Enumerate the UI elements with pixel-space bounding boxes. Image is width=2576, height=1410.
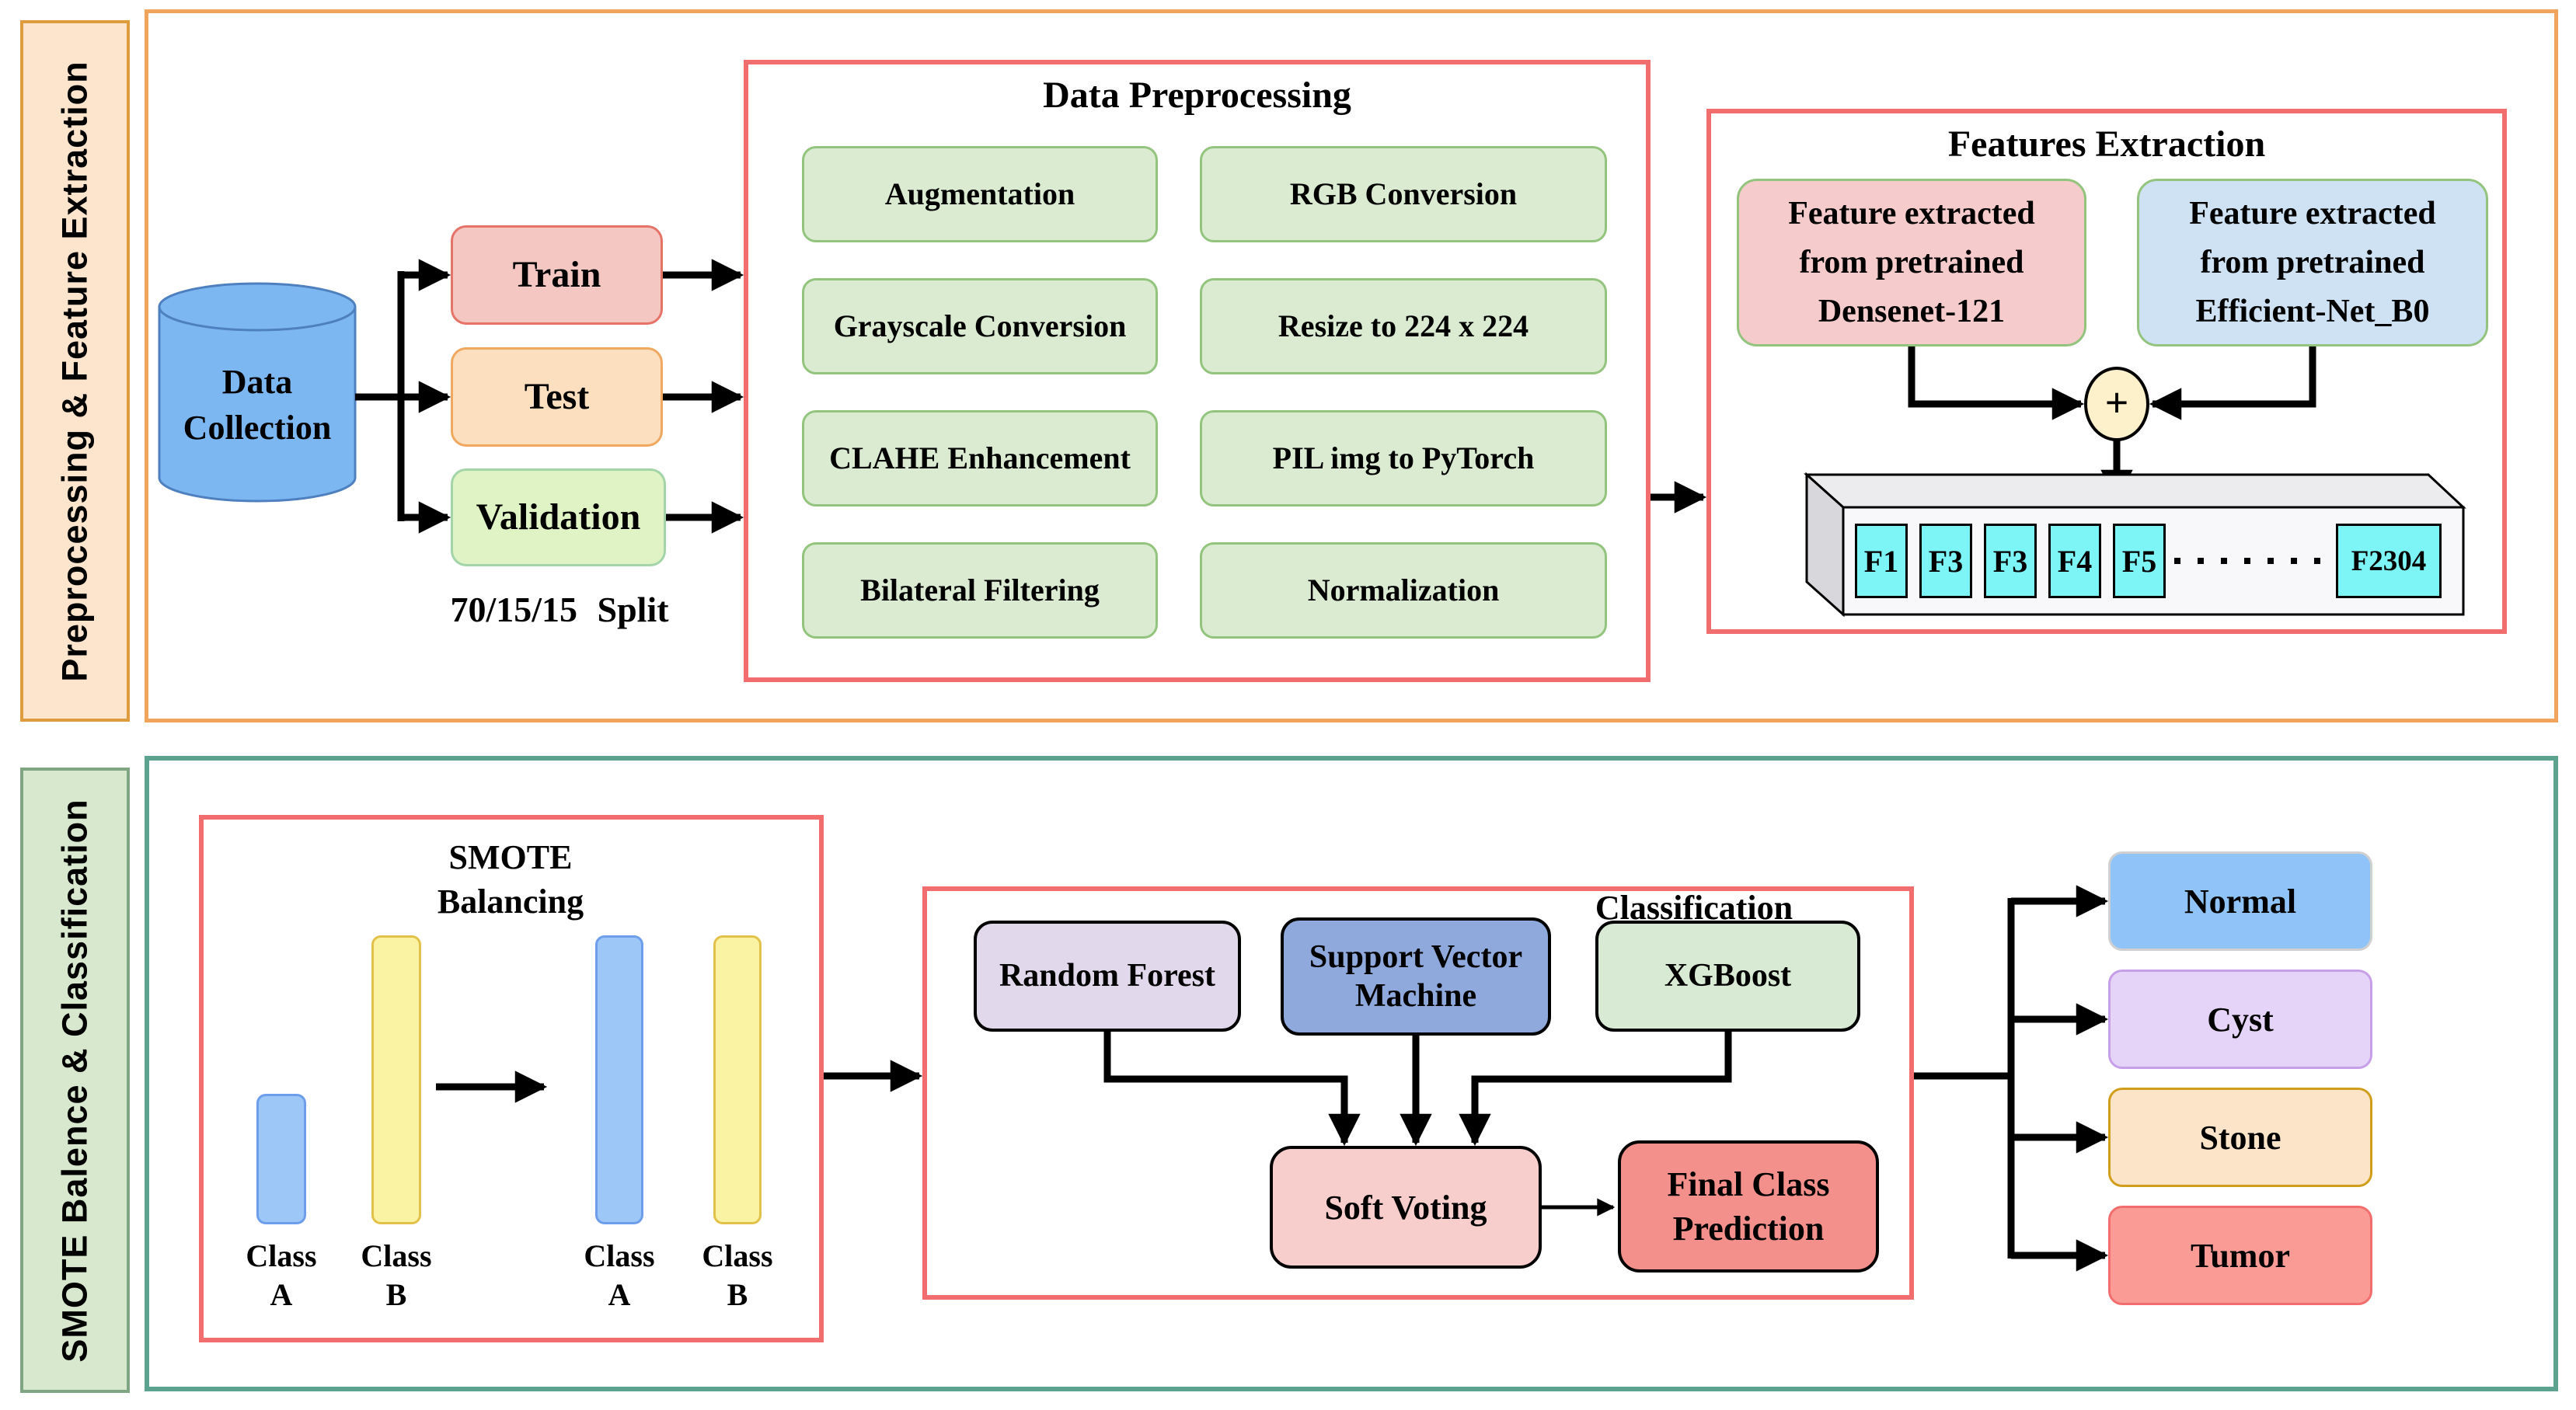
step-pil-to-pytorch: PIL img to PyTorch (1200, 410, 1607, 507)
feature-cell-f2304: F2304 (2336, 524, 2442, 598)
validation-node: Validation (451, 468, 666, 566)
bottom-section-ribbon: SMOTE Balence & Classification (20, 768, 130, 1393)
step-augmentation: Augmentation (802, 146, 1158, 242)
output-normal: Normal (2108, 851, 2372, 951)
top-section-frame (145, 9, 2558, 722)
bar-classA-before (256, 1094, 306, 1224)
smote-panel (199, 815, 824, 1342)
step-bilateral-filtering: Bilateral Filtering (802, 542, 1158, 639)
feature-cell-f5: F5 (2113, 524, 2166, 598)
data-preprocessing-panel (744, 60, 1651, 682)
feature-cell-f3a: F3 (1919, 524, 1972, 598)
feature-cell-f4: F4 (2048, 524, 2101, 598)
features-extraction-panel (1706, 109, 2507, 634)
feature-cell-f3b: F3 (1984, 524, 2037, 598)
bottom-section-frame (145, 756, 2558, 1391)
bar-label-classB-after: Class B (702, 1238, 773, 1312)
svm-node: Support Vector Machine (1281, 917, 1551, 1036)
step-rgb-conversion: RGB Conversion (1200, 146, 1607, 242)
efficientnet-feature-node: Feature extracted from pretrained Effici… (2137, 179, 2488, 346)
bar-classB-after (713, 935, 762, 1224)
bar-classB-before (371, 935, 421, 1224)
bar-label-classA-after: Class A (584, 1238, 655, 1312)
random-forest-node: Random Forest (974, 921, 1241, 1032)
step-grayscale-conversion: Grayscale Conversion (802, 278, 1158, 374)
soft-voting-node: Soft Voting (1270, 1146, 1542, 1269)
classification-title: Classification (1595, 889, 1793, 927)
final-class-prediction-node: Final Class Prediction (1618, 1140, 1879, 1272)
bar-label-classB-before: Class B (361, 1238, 432, 1312)
bottom-section-label: SMOTE Balence & Classification (54, 798, 95, 1363)
step-resize: Resize to 224 x 224 (1200, 278, 1607, 374)
data-collection-label: Data Collection (183, 363, 332, 447)
bar-label-classA-before: Class A (246, 1238, 317, 1312)
split-ratio-note: 70/15/15 Split (450, 590, 669, 629)
classification-panel (922, 886, 1914, 1300)
step-normalization: Normalization (1200, 542, 1607, 639)
output-tumor: Tumor (2108, 1206, 2372, 1305)
densenet-feature-node: Feature extracted from pretrained Densen… (1737, 179, 2086, 346)
output-stone: Stone (2108, 1088, 2372, 1187)
feature-cell-f1: F1 (1855, 524, 1908, 598)
bar-classA-after (595, 935, 643, 1224)
smote-title: SMOTE Balancing (437, 838, 584, 921)
top-section-ribbon: Preprocessing & Feature Extraction (20, 20, 130, 722)
test-node: Test (451, 347, 663, 447)
xgboost-node: XGBoost (1595, 921, 1860, 1032)
top-section-label: Preprocessing & Feature Extraction (54, 60, 95, 682)
data-preprocessing-title: Data Preprocessing (1043, 75, 1351, 116)
features-extraction-title: Features Extraction (1947, 124, 2266, 165)
train-node: Train (451, 225, 663, 325)
step-clahe-enhancement: CLAHE Enhancement (802, 410, 1158, 507)
output-cyst: Cyst (2108, 970, 2372, 1069)
